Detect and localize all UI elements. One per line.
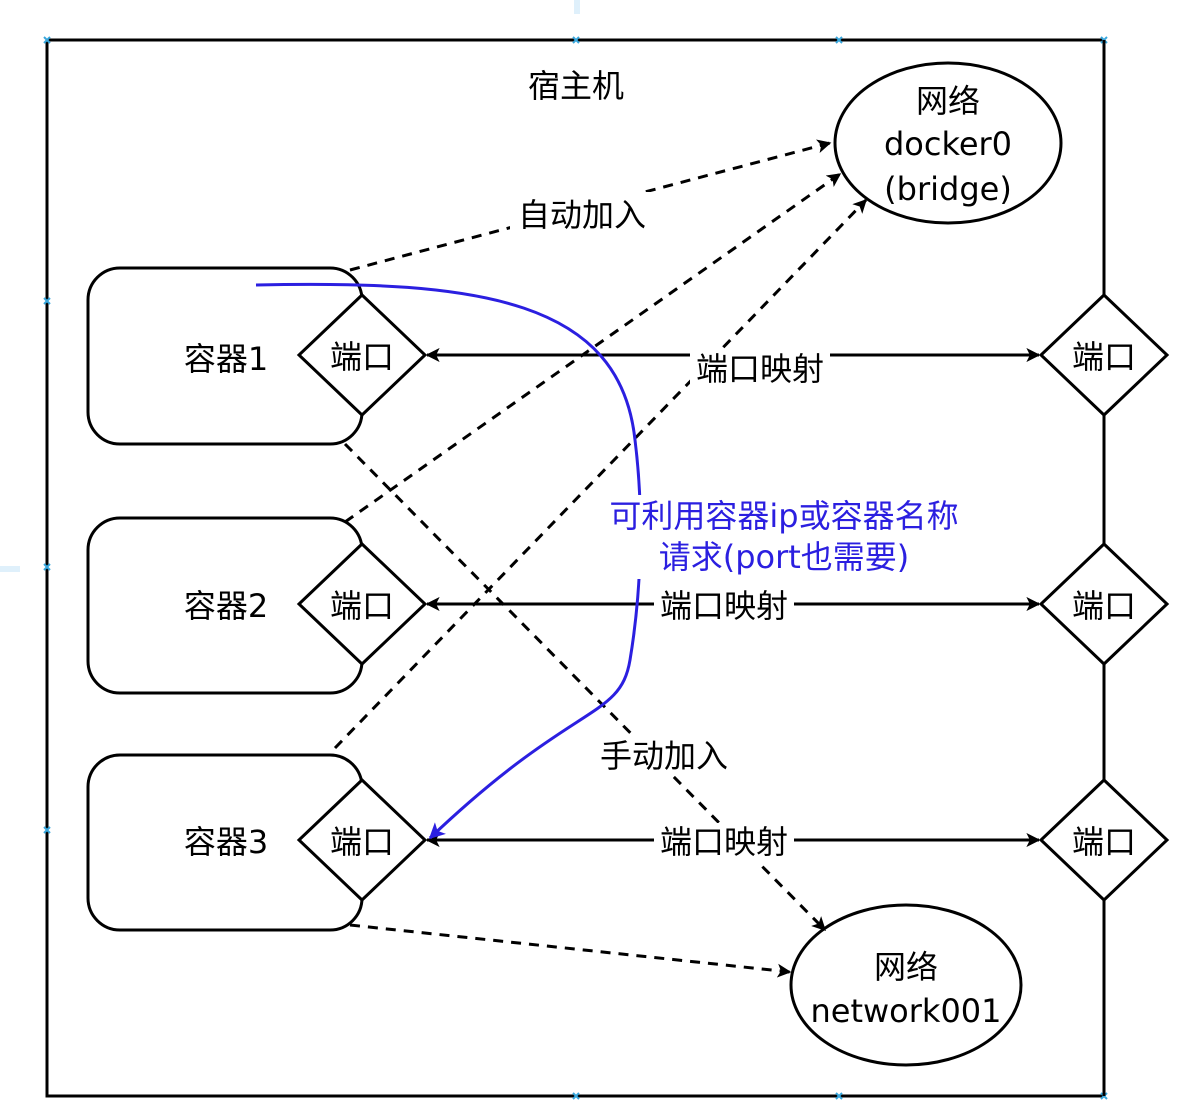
container-1[interactable]: 容器1 [86,266,364,446]
label-bg [690,350,830,390]
port-diamond [1038,541,1170,667]
annotation-line-2: 请求(port也需要) [659,538,910,576]
port-diamond [1038,292,1170,418]
mapping-label: 端口映射 [660,823,788,861]
mapping-label: 端口映射 [660,587,788,625]
mapping-label: 端口映射 [696,350,824,388]
container-name: 容器1 [184,340,268,378]
port-mapping-2[interactable]: 端口映射 [425,587,1041,627]
container-name: 容器2 [184,587,268,625]
label-bg [510,192,652,234]
container-port-2[interactable]: 端口 [296,541,428,667]
network-label: 网络 [916,82,980,120]
host-port-2[interactable]: 端口 [1038,541,1170,667]
container-port-1[interactable]: 端口 [296,292,428,418]
label-bg [654,587,794,627]
container-port-3[interactable]: 端口 [296,777,428,903]
edge-auto-join-container3[interactable] [333,198,868,750]
network-label: 网络 [874,948,938,986]
network-name: docker0 [884,125,1012,163]
edge-auto-join-container2[interactable] [344,172,842,524]
port-label: 端口 [330,823,394,861]
annotation-bg [596,495,974,579]
port-diamond [296,777,428,903]
host-title: 宿主机 [528,67,624,105]
manual-join-label: 手动加入 [600,737,728,775]
port-label: 端口 [330,587,394,625]
container-name: 容器3 [184,823,268,861]
container-2[interactable]: 容器2 [86,516,364,695]
port-label: 端口 [1072,587,1136,625]
auto-join-label: 自动加入 [518,196,646,234]
label-bg [654,823,794,863]
annotation-line-1: 可利用容器ip或容器名称 [609,497,958,535]
canvas-guide [0,566,20,572]
network-docker0[interactable]: 网络 docker0 (bridge) [833,61,1063,225]
edge-manual-join-container3[interactable] [349,923,792,978]
container-3[interactable]: 容器3 [86,753,364,932]
network-network001[interactable]: 网络 network001 [789,903,1023,1067]
canvas-guide [574,0,580,14]
port-diamond [296,292,428,418]
network-driver: (bridge) [884,170,1012,208]
port-diamond [296,541,428,667]
label-bg [592,734,734,776]
port-label: 端口 [1072,823,1136,861]
host-port-1[interactable]: 端口 [1038,292,1170,418]
port-mapping-3[interactable]: 端口映射 [425,823,1041,863]
network-name: network001 [810,992,1001,1030]
port-label: 端口 [330,338,394,376]
port-label: 端口 [1072,338,1136,376]
port-diamond [1038,777,1170,903]
edge-manual-join-container1[interactable] [343,442,827,932]
host-port-3[interactable]: 端口 [1038,777,1170,903]
port-mapping-1[interactable]: 端口映射 [425,348,1041,390]
